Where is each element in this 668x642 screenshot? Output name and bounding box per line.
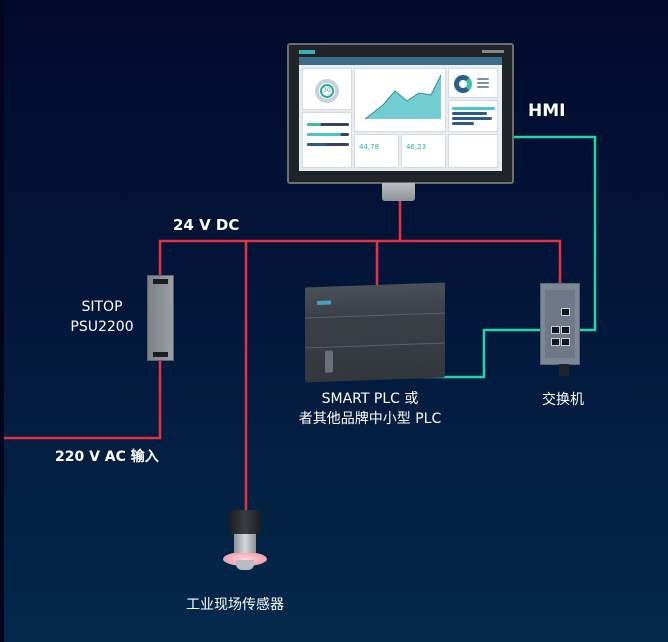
model-label: [482, 50, 504, 53]
area-chart-card: [354, 68, 446, 132]
kpi-card-2: 46,23: [401, 134, 446, 168]
donut-chart: [454, 75, 472, 93]
brand-logo: [299, 50, 315, 54]
gauge-card: 30: [302, 68, 352, 110]
gauge-value: 30: [320, 84, 334, 98]
sensor-tip: [236, 560, 254, 570]
plc-serial-port: [325, 350, 333, 373]
kpi-value-2: 46,23: [406, 143, 427, 151]
ac-input-wire: [4, 360, 162, 440]
rj45-port: [561, 338, 570, 346]
plc-label: SMART PLC 或 者其他品牌中小型 PLC: [275, 389, 465, 429]
hmi-topbar: [299, 57, 502, 65]
left-edge-strip: [0, 0, 4, 642]
bar-list-card: [448, 100, 498, 132]
psu-label-line1: SITOP: [81, 299, 123, 315]
map-card: [448, 134, 498, 168]
sensor-label: 工业现场传感器: [186, 597, 284, 613]
plc-label-line2: 者其他品牌中小型 PLC: [298, 411, 442, 427]
ac-input-label: 220 V AC 输入: [55, 449, 159, 465]
psu-label: SITOP PSU2200: [62, 297, 142, 337]
sensor-cap: [229, 510, 261, 534]
sitop-psu-device: [147, 275, 174, 361]
rj45-port: [561, 326, 570, 334]
sliders-card: [302, 112, 352, 168]
dc-bus-wire: [158, 239, 562, 284]
switch-din-clip: [559, 364, 569, 376]
psu-output-terminal: [153, 279, 168, 284]
psu-label-line2: PSU2200: [70, 319, 134, 335]
hmi-screen: 30 44,78: [299, 57, 502, 171]
sensor-body: [234, 533, 256, 553]
rj45-port: [551, 338, 560, 346]
psu-input-terminal: [153, 352, 168, 357]
switch-hmi-ethernet: [514, 135, 597, 332]
switch-label: 交换机: [542, 392, 584, 408]
kpi-card-1: 44,78: [354, 134, 399, 168]
rj45-port: [561, 308, 570, 316]
rj45-port: [551, 326, 560, 334]
gauge-ring: [315, 79, 339, 103]
plc-brand-logo: [317, 300, 331, 306]
smart-plc-device: [305, 282, 445, 383]
donut-card: [448, 68, 498, 98]
kpi-value-1: 44,78: [359, 143, 380, 151]
hmi-label: HMI: [528, 101, 566, 121]
ethernet-switch-device: [540, 283, 580, 376]
hmi-panel: 30 44,78: [287, 43, 514, 184]
area-chart: [364, 74, 442, 120]
sensor-light-ring: [223, 552, 267, 566]
hmi-stand: [382, 183, 415, 201]
plc-label-line1: SMART PLC 或: [321, 391, 419, 407]
dc-bus-label: 24 V DC: [173, 216, 240, 234]
